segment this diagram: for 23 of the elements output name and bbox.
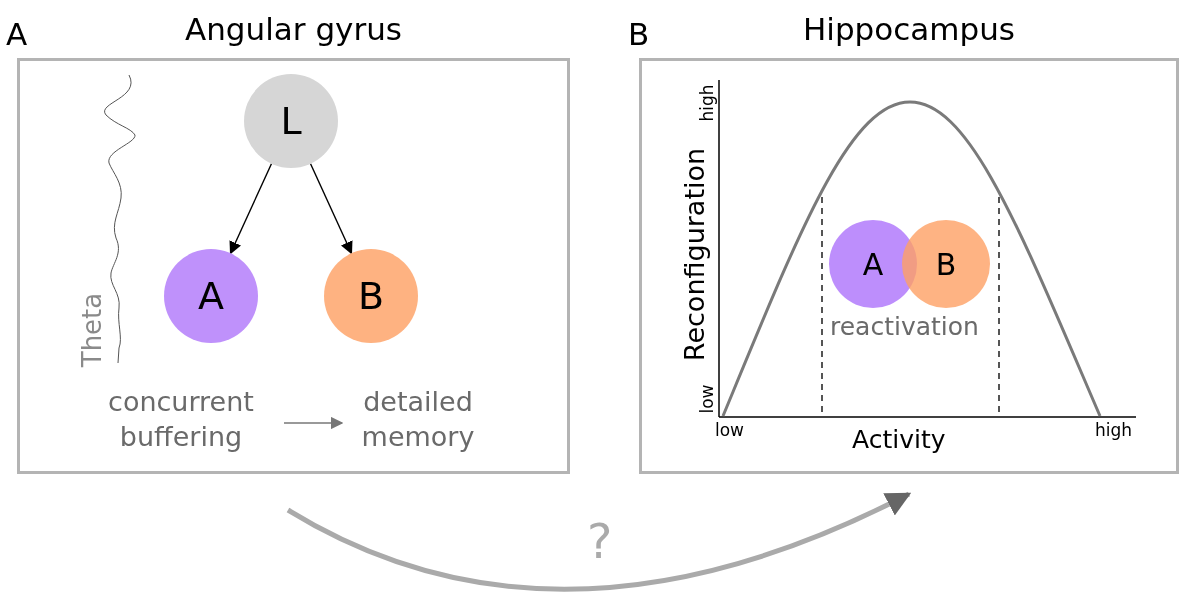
axis-title: Reconfiguration xyxy=(678,148,710,362)
stage-label: detailed memory xyxy=(348,384,488,458)
node-label: L xyxy=(280,99,302,143)
axis-tick-label: low xyxy=(715,419,745,442)
curve-label: reactivation xyxy=(830,311,979,343)
stage-label: concurrent buffering xyxy=(86,384,276,458)
node-label: A xyxy=(198,274,224,318)
node-label: A xyxy=(862,246,884,282)
wave-label: Theta xyxy=(77,292,107,368)
node-label: B xyxy=(935,246,957,282)
axis-title: Activity xyxy=(852,424,946,456)
arrow xyxy=(283,416,344,430)
panel-title: Hippocampus xyxy=(802,11,1016,47)
axis-tick-label: high xyxy=(1095,419,1133,442)
panel-title: Angular gyrus xyxy=(184,11,403,47)
panel-letter: B xyxy=(628,15,650,54)
arrow xyxy=(286,491,912,592)
panel-letter: A xyxy=(6,15,28,54)
axis-tick-label: high xyxy=(697,84,717,122)
arrow xyxy=(309,163,353,255)
arrow xyxy=(229,163,273,255)
node-label: B xyxy=(357,274,385,318)
axis-tick-label: low xyxy=(697,384,717,414)
